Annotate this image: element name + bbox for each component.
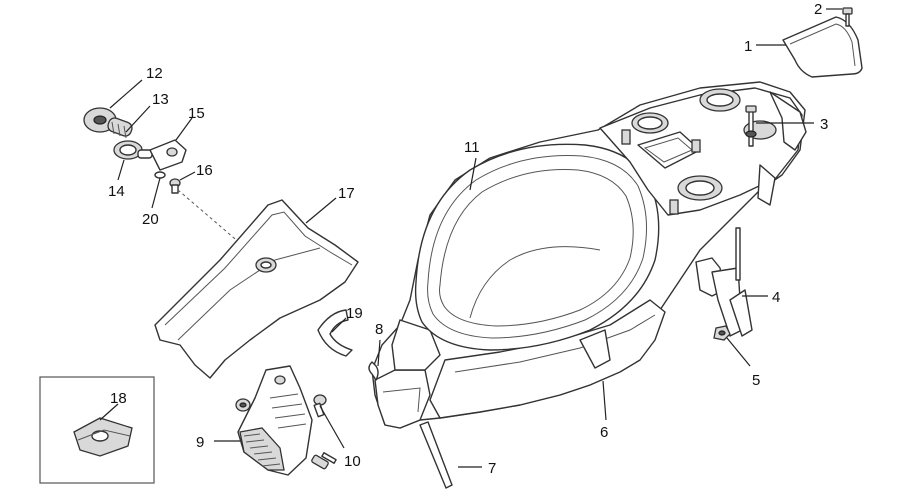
callout-1: 1 — [744, 38, 752, 55]
part-18-spring-clip — [73, 417, 133, 457]
part-15-latch — [149, 139, 187, 171]
callout-16: 16 — [196, 162, 213, 179]
part-14-lock-body — [113, 140, 153, 160]
part-9-hinge-bracket — [237, 365, 313, 476]
callout-18: 18 — [110, 390, 127, 407]
callout-6: 6 — [600, 424, 608, 441]
part-3-bolt — [745, 105, 757, 147]
callout-labels: 1 2 3 4 5 6 7 8 9 10 11 12 13 14 15 16 1… — [108, 1, 828, 477]
callout-11: 11 — [464, 139, 480, 156]
part-1-cover-plate — [782, 16, 863, 78]
inset-box — [39, 376, 155, 484]
callout-5: 5 — [752, 372, 760, 389]
part-11-helmet-bucket-seal — [414, 143, 660, 351]
callout-15: 15 — [188, 105, 205, 122]
callout-9: 9 — [196, 434, 204, 451]
part-19-curved-clip — [317, 309, 353, 357]
part-16-screw — [169, 178, 181, 194]
callout-14: 14 — [108, 183, 125, 200]
callout-12: 12 — [146, 65, 163, 82]
part-10-bolts — [235, 394, 337, 470]
callout-8: 8 — [375, 321, 383, 338]
part-7-rod — [419, 421, 453, 489]
part-5-nut — [713, 325, 731, 341]
callout-4: 4 — [772, 289, 780, 306]
callout-17: 17 — [338, 185, 355, 202]
part-4-stand-bracket — [695, 227, 753, 337]
part-20-washer — [154, 171, 166, 179]
callout-7: 7 — [488, 460, 496, 477]
callout-19: 19 — [346, 305, 363, 322]
callout-3: 3 — [820, 116, 828, 133]
leader-lines — [99, 8, 842, 468]
part-8-clip — [368, 361, 379, 381]
part-17-front-panel — [154, 199, 359, 379]
part-13-spring — [107, 117, 133, 139]
callout-2: 2 — [814, 1, 822, 18]
callout-13: 13 — [152, 91, 169, 108]
callout-10: 10 — [344, 453, 361, 470]
part-2-screw — [842, 7, 853, 27]
callout-20: 20 — [142, 211, 159, 228]
